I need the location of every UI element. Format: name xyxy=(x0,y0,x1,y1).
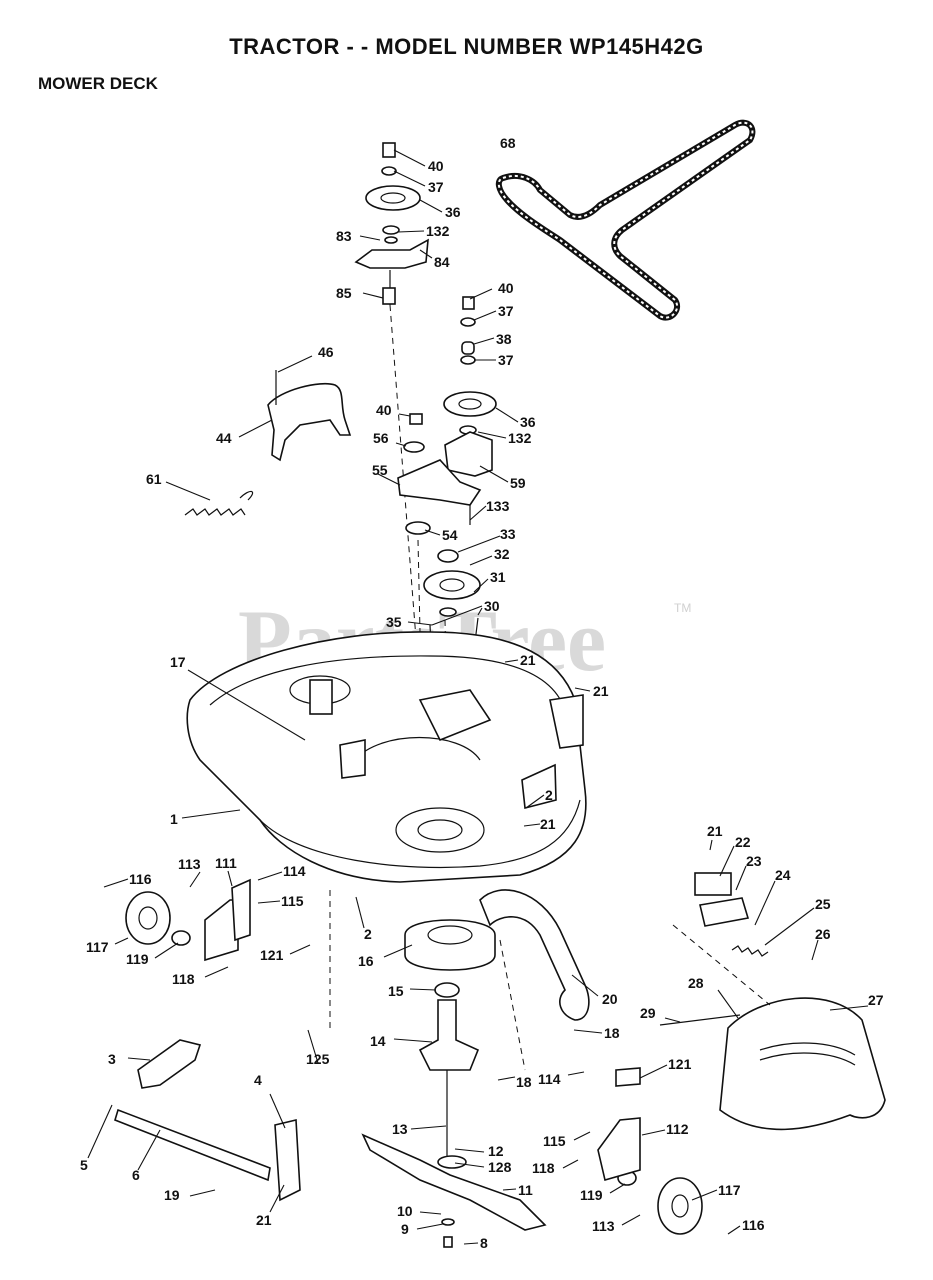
callout-21: 21 xyxy=(540,816,556,832)
callout-114: 114 xyxy=(538,1071,561,1087)
callout-119: 119 xyxy=(126,951,149,967)
callout-8: 8 xyxy=(480,1235,488,1251)
callout-29: 29 xyxy=(640,1005,656,1021)
callout-116: 116 xyxy=(742,1217,765,1233)
callout-26: 26 xyxy=(815,926,831,942)
callout-21: 21 xyxy=(707,823,723,839)
callout-9: 9 xyxy=(401,1221,409,1237)
callout-59: 59 xyxy=(510,475,526,491)
callout-118: 118 xyxy=(532,1160,555,1176)
callout-15: 15 xyxy=(388,983,404,999)
callout-35: 35 xyxy=(386,614,402,630)
callout-121: 121 xyxy=(668,1056,692,1072)
callout-132: 132 xyxy=(508,430,532,446)
callout-27: 27 xyxy=(868,992,884,1008)
callout-68: 68 xyxy=(500,135,516,151)
callout-115: 115 xyxy=(543,1133,566,1149)
section-subtitle: MOWER DECK xyxy=(38,74,158,93)
callout-6: 6 xyxy=(132,1167,140,1183)
callout-17: 17 xyxy=(170,654,186,670)
callout-22: 22 xyxy=(735,834,751,850)
callout-23: 23 xyxy=(746,853,762,869)
callout-128: 128 xyxy=(488,1159,512,1175)
callout-21: 21 xyxy=(520,652,536,668)
callout-113: 113 xyxy=(592,1218,615,1234)
page-title: TRACTOR - - MODEL NUMBER WP145H42G xyxy=(229,34,704,59)
callout-117: 117 xyxy=(86,939,109,955)
callout-5: 5 xyxy=(80,1157,88,1173)
callout-112: 112 xyxy=(666,1121,689,1137)
callout-21: 21 xyxy=(256,1212,272,1228)
callout-10: 10 xyxy=(397,1203,413,1219)
callout-3: 3 xyxy=(108,1051,116,1067)
callout-13: 13 xyxy=(392,1121,408,1137)
callout-132: 132 xyxy=(426,223,450,239)
callout-85: 85 xyxy=(336,285,352,301)
callout-labels: 40 37 36 83 132 84 85 68 40 37 38 37 46 … xyxy=(80,135,884,1251)
watermark-tm: TM xyxy=(674,601,691,615)
callout-113: 113 xyxy=(178,856,201,872)
callout-11: 11 xyxy=(518,1182,533,1198)
callout-114: 114 xyxy=(283,863,306,879)
callout-115: 115 xyxy=(281,893,304,909)
callout-37: 37 xyxy=(428,179,444,195)
callout-33: 33 xyxy=(500,526,516,542)
callout-12: 12 xyxy=(488,1143,504,1159)
callout-37: 37 xyxy=(498,352,514,368)
callout-31: 31 xyxy=(490,569,506,585)
callout-55: 55 xyxy=(372,462,388,478)
callout-40: 40 xyxy=(498,280,514,296)
callout-36: 36 xyxy=(520,414,536,430)
callout-28: 28 xyxy=(688,975,704,991)
callout-36: 36 xyxy=(445,204,461,220)
callout-133: 133 xyxy=(486,498,510,514)
callout-121: 121 xyxy=(260,947,284,963)
callout-38: 38 xyxy=(496,331,512,347)
callout-111: 111 xyxy=(215,855,237,871)
callout-1: 1 xyxy=(170,811,178,827)
callout-2: 2 xyxy=(364,926,372,942)
callout-119: 119 xyxy=(580,1187,603,1203)
callout-18: 18 xyxy=(516,1074,532,1090)
callout-56: 56 xyxy=(373,430,389,446)
callout-44: 44 xyxy=(216,430,232,446)
callout-61: 61 xyxy=(146,471,162,487)
callout-24: 24 xyxy=(775,867,791,883)
callout-30: 30 xyxy=(484,598,500,614)
callout-125: 125 xyxy=(306,1051,330,1067)
callout-116: 116 xyxy=(129,871,152,887)
callout-40: 40 xyxy=(428,158,444,174)
callout-84: 84 xyxy=(434,254,450,270)
callout-40: 40 xyxy=(376,402,392,418)
leader-lines xyxy=(87,149,869,1245)
callout-118: 118 xyxy=(172,971,195,987)
callout-32: 32 xyxy=(494,546,510,562)
callout-25: 25 xyxy=(815,896,831,912)
callout-37: 37 xyxy=(498,303,514,319)
callout-21: 21 xyxy=(593,683,609,699)
callout-20: 20 xyxy=(602,991,618,1007)
callout-14: 14 xyxy=(370,1033,386,1049)
callout-117: 117 xyxy=(718,1182,741,1198)
callout-16: 16 xyxy=(358,953,374,969)
callout-46: 46 xyxy=(318,344,334,360)
callout-2: 2 xyxy=(545,787,553,803)
callout-83: 83 xyxy=(336,228,352,244)
callout-54: 54 xyxy=(442,527,458,543)
callout-4: 4 xyxy=(254,1072,262,1088)
parts-illustration xyxy=(114,119,886,1248)
callout-19: 19 xyxy=(164,1187,180,1203)
callout-18: 18 xyxy=(604,1025,620,1041)
